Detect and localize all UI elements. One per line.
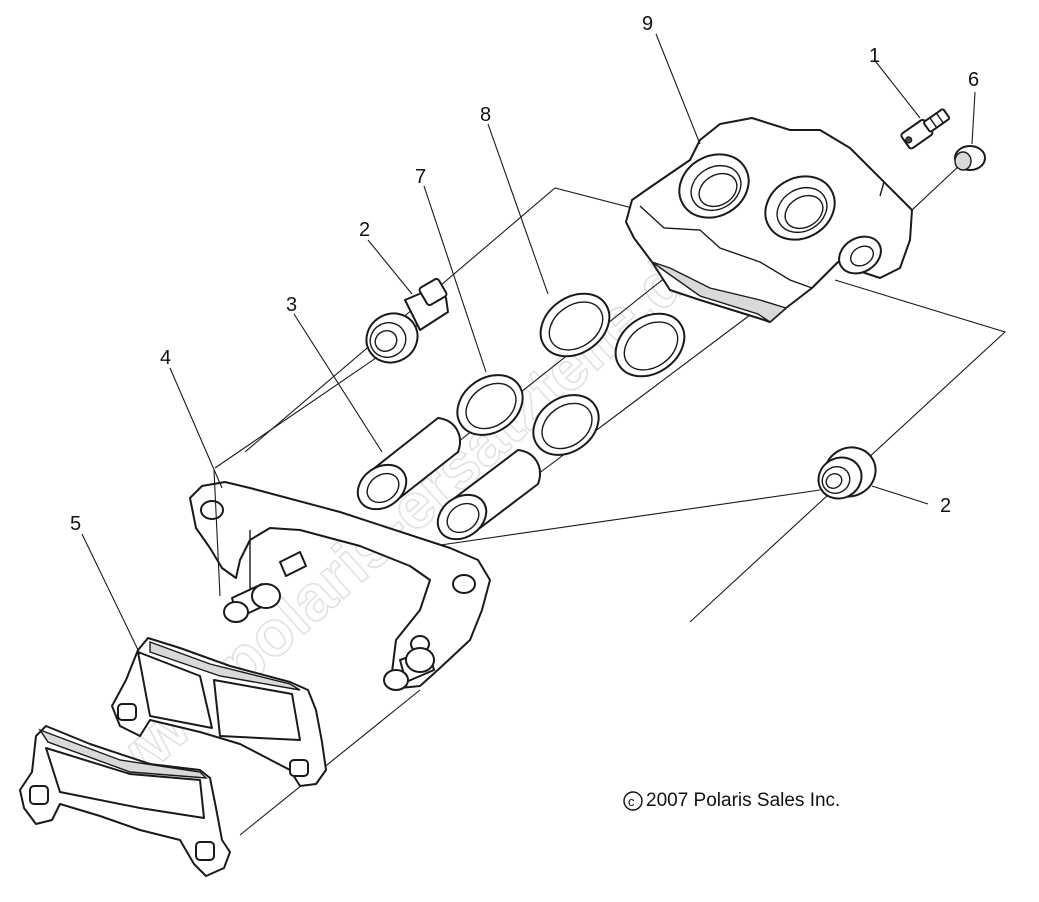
callout-6: 6 [968, 69, 979, 91]
dust-seals [456, 374, 600, 456]
copyright-text: 2007 Polaris Sales Inc. [622, 790, 840, 812]
callout-4: 4 [160, 347, 171, 369]
callout-9: 9 [642, 13, 653, 35]
svg-text:c: c [628, 794, 635, 809]
callout-2-lower: 2 [940, 495, 951, 517]
callout-labels: 1 6 9 8 7 2 3 4 5 2 [70, 13, 979, 535]
piston-seals [539, 292, 686, 378]
brake-pads [19, 637, 327, 877]
caliper-bracket [189, 481, 491, 691]
slide-pin-boot-lower [817, 446, 877, 500]
pistons [356, 417, 541, 541]
callout-5: 5 [70, 513, 81, 535]
callout-8: 8 [480, 104, 491, 126]
copyright-symbol-icon: c [623, 791, 643, 811]
callout-2-upper: 2 [359, 219, 370, 241]
callout-3: 3 [286, 294, 297, 316]
callout-leaders [81, 33, 976, 655]
callout-7: 7 [415, 166, 426, 188]
copyright-label: 2007 Polaris Sales Inc. [646, 790, 841, 811]
bleeder-valve [900, 108, 951, 150]
slide-pin-boot-upper [365, 277, 449, 364]
bleeder-cap [954, 145, 986, 171]
caliper-body [625, 117, 913, 323]
callout-1: 1 [869, 45, 880, 67]
